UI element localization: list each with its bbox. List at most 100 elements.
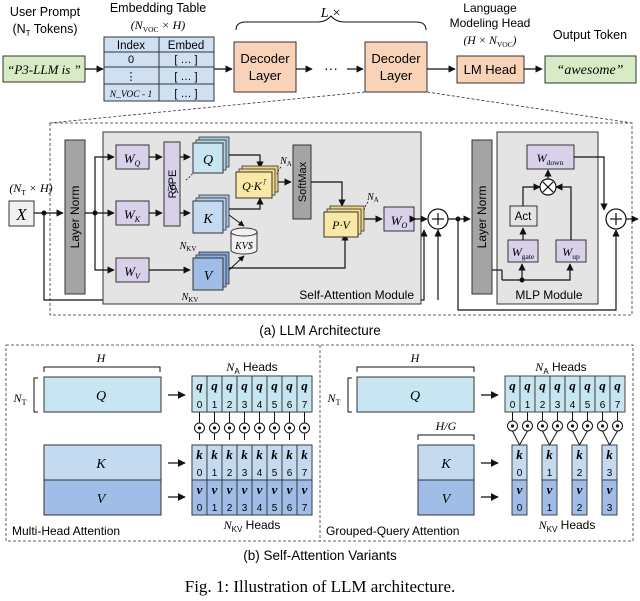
layer-count: L × <box>320 6 341 21</box>
embedding-title: Embedding Table <box>110 1 206 15</box>
svg-text:3: 3 <box>242 400 248 411</box>
arrow <box>522 183 541 206</box>
svg-text:q: q <box>286 378 293 393</box>
svg-text:q: q <box>569 378 576 393</box>
decoder-layer-last <box>364 41 428 93</box>
kv-cache-icon: KV$ <box>230 227 258 255</box>
svg-text:q: q <box>599 378 606 393</box>
svg-text:5: 5 <box>272 400 278 411</box>
dot-product-icon <box>552 420 563 432</box>
decoder-label: Decoder <box>371 51 421 66</box>
mha-k-head: k1 <box>206 444 223 481</box>
svg-text:6: 6 <box>287 400 293 411</box>
svg-text:q: q <box>554 378 561 393</box>
mha-v-label: V <box>97 492 107 507</box>
arrow <box>94 213 115 274</box>
arrow <box>228 214 245 227</box>
nt-label: NT <box>13 391 27 407</box>
gqa-v-head: v3 <box>601 479 618 516</box>
annotation-line <box>185 172 194 181</box>
svg-text:q: q <box>211 378 218 393</box>
table-cell: [ … ] <box>174 54 197 66</box>
svg-text:q: q <box>271 378 278 393</box>
svg-text:v: v <box>272 482 278 497</box>
mha-v-block <box>43 479 162 516</box>
svg-text:1: 1 <box>525 400 531 411</box>
lm-head-label: LM Head <box>464 62 517 77</box>
svg-text:1: 1 <box>547 468 553 479</box>
svg-text:2: 2 <box>540 400 546 411</box>
mha-q-label: Q <box>96 389 106 404</box>
mha-v-head: v0 <box>191 479 208 516</box>
wo-box <box>383 206 415 232</box>
prompt-text: “P3-LLM is ” <box>7 62 81 77</box>
nt-brace <box>33 377 38 413</box>
mha-v-head: v5 <box>266 479 283 516</box>
gqa-k-head: k3 <box>601 444 618 481</box>
layer-norm-label: Layer Norm <box>475 186 489 249</box>
annotation-line <box>276 166 282 175</box>
gqa-q-head: q3 <box>549 375 566 413</box>
zoom-line <box>49 91 366 124</box>
svg-text:1: 1 <box>547 503 553 514</box>
head-link <box>602 430 610 446</box>
nt-label: NT <box>327 391 341 407</box>
wq-label: WQ <box>124 151 141 168</box>
lm-head-title: Modeling Head <box>450 16 531 30</box>
table-header-embed: Embed <box>168 40 204 52</box>
head-link <box>519 430 528 446</box>
layer-norm-2 <box>471 139 493 295</box>
pv-stack: P·V <box>323 205 365 238</box>
svg-text:5: 5 <box>585 400 591 411</box>
gqa-q-head: q0 <box>504 375 521 413</box>
svg-text:2: 2 <box>577 468 583 479</box>
k-label: K <box>202 212 213 227</box>
svg-text:v: v <box>197 482 203 497</box>
decoder-label: Layer <box>380 68 413 83</box>
svg-text:q: q <box>539 378 546 393</box>
act-label: Act <box>515 211 532 223</box>
mha-k-head: k4 <box>251 444 268 481</box>
svg-text:k: k <box>286 447 293 462</box>
svg-text:q: q <box>256 378 263 393</box>
head-link <box>549 430 558 446</box>
svg-text:k: k <box>516 447 523 462</box>
svg-text:3: 3 <box>555 400 561 411</box>
layer-norm-label: Layer Norm <box>68 186 82 249</box>
mha-k-label: K <box>95 457 106 472</box>
self-attention-label: Self-Attention Module <box>299 288 414 302</box>
svg-text:v: v <box>302 482 308 497</box>
svg-text:2: 2 <box>227 503 233 514</box>
na-label: NA <box>366 192 379 204</box>
embedding-table: Index Embed 0 [ … ] ⋮ [ … ] N_VOC - 1 [ … <box>103 36 215 102</box>
junction <box>519 277 525 283</box>
annotation-line <box>363 201 369 211</box>
svg-text:2: 2 <box>227 468 233 479</box>
gqa-v-head: v1 <box>541 479 558 516</box>
input-x: X <box>15 205 27 224</box>
svg-text:4: 4 <box>257 503 263 514</box>
mlp-label: MLP Module <box>515 288 582 302</box>
svg-text:3: 3 <box>242 468 248 479</box>
arrow <box>229 197 264 210</box>
mha-q-head: q7 <box>296 375 313 413</box>
table-cell: [ … ] <box>174 88 197 100</box>
svg-text:q: q <box>301 378 308 393</box>
svg-text:v: v <box>547 482 553 497</box>
mha-v-head: v4 <box>251 479 268 516</box>
mha-q-head: q1 <box>206 375 223 413</box>
self-attention-module <box>102 131 422 305</box>
decoder-label: Layer <box>249 68 282 83</box>
svg-text:v: v <box>212 482 218 497</box>
head-link <box>609 430 618 446</box>
svg-text:v: v <box>227 482 233 497</box>
gqa-k-head: k1 <box>541 444 558 481</box>
gqa-label: Grouped-Query Attention <box>326 524 459 538</box>
dot-product-icon <box>507 420 518 432</box>
mha-q-head: q3 <box>236 375 253 413</box>
svg-text:q: q <box>241 378 248 393</box>
pv-label: P·V <box>331 218 351 232</box>
gqa-q-head: q1 <box>519 375 536 413</box>
svg-text:0: 0 <box>197 503 203 514</box>
